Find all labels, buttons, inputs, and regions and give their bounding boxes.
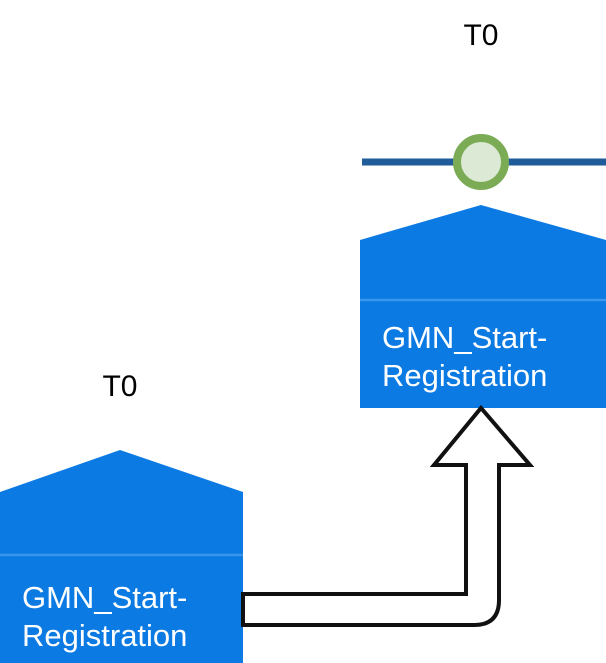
- pentagon-node-source[interactable]: GMN_Start- Registration: [0, 450, 243, 663]
- pentagon-node-source-label-line2: Registration: [22, 618, 187, 653]
- pentagon-node-target-body: [360, 205, 606, 408]
- message-flow-arrow[interactable]: [241, 404, 535, 627]
- time-label-bottom: T0: [102, 370, 137, 403]
- pentagon-node-source-label-line1: GMN_Start-: [22, 580, 187, 615]
- pentagon-node-target-label-line1: GMN_Start-: [382, 320, 547, 355]
- pentagon-node-target[interactable]: GMN_Start- Registration: [360, 205, 606, 408]
- circle-gateway-icon[interactable]: [453, 134, 509, 190]
- time-label-top: T0: [463, 19, 498, 52]
- pentagon-node-source-body: [0, 450, 243, 663]
- pentagon-node-target-label-line2: Registration: [382, 358, 547, 393]
